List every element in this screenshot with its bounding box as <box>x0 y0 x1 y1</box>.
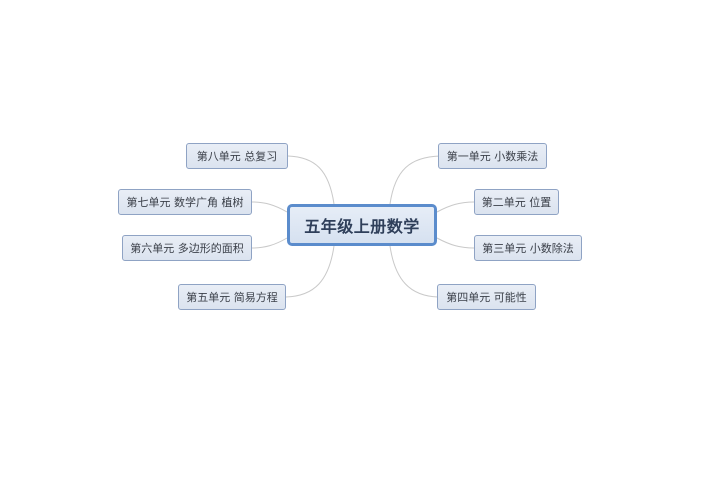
topic-label: 第七单元 数学广角 植树 <box>126 196 244 209</box>
topic-label: 第八单元 总复习 <box>196 150 278 163</box>
topic-unit-5[interactable]: 第五单元 简易方程 <box>178 284 286 310</box>
connector-unit-7 <box>251 201 288 213</box>
connector-unit-1 <box>389 155 441 205</box>
central-topic[interactable]: 五年级上册数学 <box>287 204 437 246</box>
topic-unit-8[interactable]: 第八单元 总复习 <box>186 143 288 169</box>
connector-unit-6 <box>251 237 288 249</box>
connector-unit-8 <box>287 155 335 205</box>
topic-label: 第四单元 可能性 <box>446 291 527 304</box>
topic-label: 第三单元 小数除法 <box>482 242 574 255</box>
topic-unit-7[interactable]: 第七单元 数学广角 植树 <box>118 189 252 215</box>
topic-label: 第二单元 位置 <box>481 196 552 209</box>
topic-unit-4[interactable]: 第四单元 可能性 <box>437 284 536 310</box>
topic-unit-1[interactable]: 第一单元 小数乘法 <box>438 143 547 169</box>
topic-label: 第五单元 简易方程 <box>186 291 278 304</box>
topic-unit-6[interactable]: 第六单元 多边形的面积 <box>122 235 252 261</box>
topic-label: 第六单元 多边形的面积 <box>130 242 244 255</box>
topic-unit-3[interactable]: 第三单元 小数除法 <box>474 235 582 261</box>
connector-unit-3 <box>436 237 475 249</box>
connector-unit-5 <box>285 245 335 298</box>
topic-label: 第一单元 小数乘法 <box>446 150 539 163</box>
connector-unit-2 <box>436 201 475 213</box>
connector-unit-4 <box>389 245 439 298</box>
central-topic-label: 五年级上册数学 <box>304 217 420 236</box>
topic-unit-2[interactable]: 第二单元 位置 <box>474 189 559 215</box>
